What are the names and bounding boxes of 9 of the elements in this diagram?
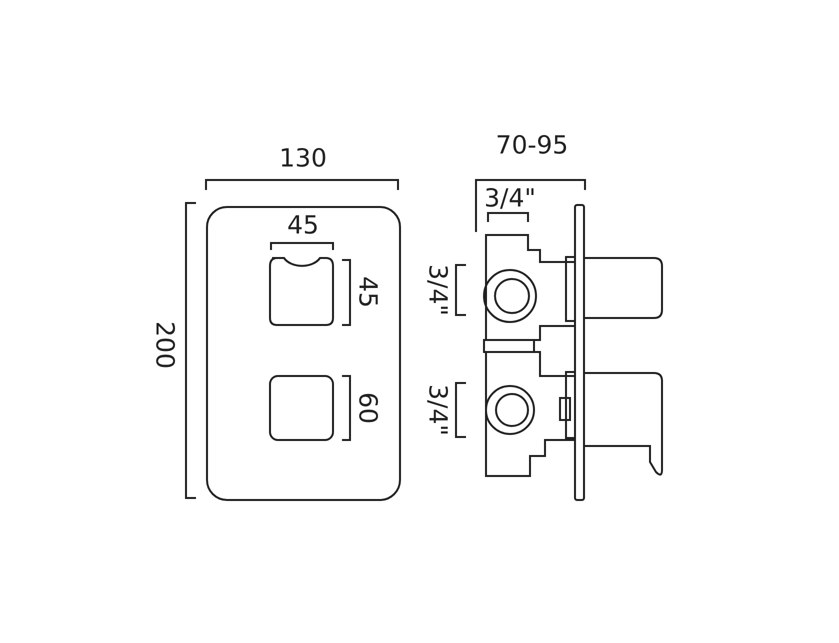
dimension-value: 60 bbox=[356, 392, 380, 424]
dimension-value: 200 bbox=[152, 321, 178, 369]
dimension-value: 3/4" bbox=[426, 264, 450, 316]
dimension-value: 3/4" bbox=[484, 186, 536, 210]
dimension-value: 130 bbox=[279, 146, 327, 170]
dimension-value: 70-95 bbox=[496, 132, 568, 158]
dimension-value: 45 bbox=[287, 212, 319, 238]
dimension-value: 45 bbox=[356, 276, 380, 308]
dimension-value: 3/4" bbox=[426, 384, 450, 436]
